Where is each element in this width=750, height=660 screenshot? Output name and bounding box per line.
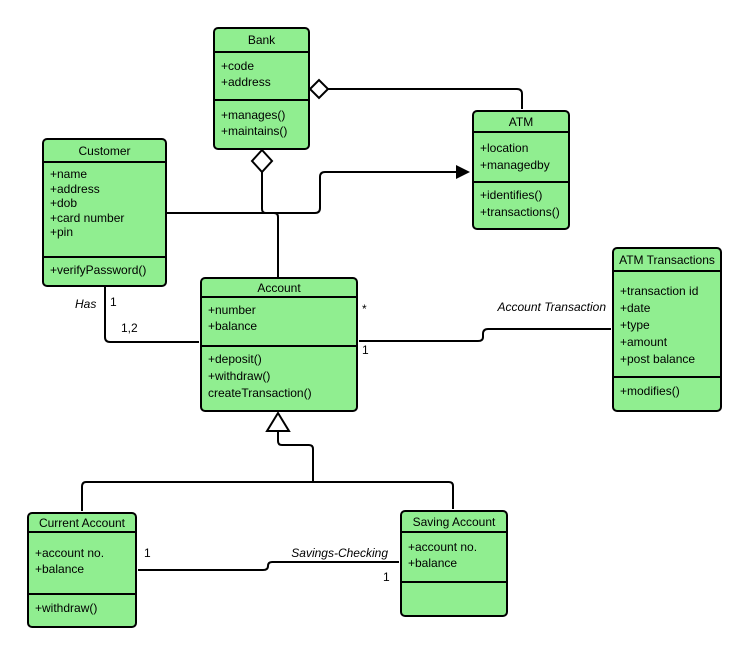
class-attributes: +name +address +dob +card number +pin — [44, 163, 165, 258]
class-attributes: +number +balance — [202, 298, 356, 347]
connector-inheritance-rail[interactable] — [81, 481, 454, 511]
class-methods: +identifies() +transactions() — [474, 183, 568, 228]
connector-customer-account[interactable] — [104, 287, 199, 343]
attribute-row: +pin — [50, 225, 74, 239]
class-title: Customer — [44, 140, 165, 163]
method-row: +deposit() — [208, 352, 262, 366]
method-row: +withdraw() — [35, 601, 98, 615]
connector-bank-atm[interactable] — [328, 88, 523, 109]
class-methods: +withdraw() — [29, 595, 135, 626]
connector-account-atmtransactions[interactable] — [359, 328, 611, 342]
class-attributes: +account no. +balance — [402, 533, 506, 583]
attribute-row: +dob — [50, 196, 78, 210]
class-methods: +verifyPassword() — [44, 258, 165, 285]
connector-bank-account[interactable] — [261, 171, 279, 277]
attribute-row: +transaction id — [620, 284, 699, 298]
method-row: +identifies() — [480, 188, 543, 202]
method-row: +manages() — [221, 108, 286, 122]
class-methods: +manages() +maintains() — [215, 101, 308, 148]
class-title: Current Account — [29, 514, 135, 533]
class-attributes: +location +managedby — [474, 133, 568, 183]
method-row: +withdraw() — [208, 369, 271, 383]
class-title: Saving Account — [402, 512, 506, 533]
class-box-atm-transactions[interactable]: ATM Transactions +transaction id +date +… — [612, 247, 722, 412]
class-box-account[interactable]: Account +number +balance +deposit() +wit… — [200, 277, 358, 412]
class-title: Bank — [215, 29, 308, 53]
attribute-row: +type — [620, 318, 650, 332]
arrowhead-icon — [456, 165, 470, 179]
attribute-row: +number — [208, 303, 256, 317]
class-box-atm[interactable]: ATM +location +managedby +identifies() +… — [472, 110, 570, 230]
class-methods-empty — [402, 583, 506, 615]
inheritance-triangle-icon — [265, 411, 291, 432]
attribute-row: +account no. — [408, 540, 478, 554]
class-title: ATM Transactions — [614, 249, 720, 272]
connector-savings-checking[interactable] — [138, 561, 399, 571]
method-row: createTransaction() — [208, 386, 312, 400]
attribute-row: +address — [50, 181, 100, 196]
method-row: +modifies() — [620, 384, 680, 398]
attribute-row: +amount — [620, 335, 668, 349]
attribute-row: +date — [620, 301, 651, 315]
attribute-row: +account no. — [35, 546, 105, 560]
method-row: +verifyPassword() — [50, 263, 147, 277]
multiplicity-customer-end: 1 — [110, 295, 117, 309]
multiplicity-account-end: 1,2 — [121, 321, 138, 335]
aggregation-diamond-icon — [308, 78, 330, 100]
multiplicity-current-end: 1 — [144, 546, 151, 560]
class-box-current-account[interactable]: Current Account +account no. +balance +w… — [27, 512, 137, 628]
attribute-row: +post balance — [620, 352, 696, 366]
method-row: +maintains() — [221, 124, 288, 138]
association-label-savings-checking: Savings-Checking — [291, 546, 388, 560]
attribute-row: +address — [221, 75, 271, 89]
method-row: +transactions() — [480, 205, 560, 219]
association-label-has: Has — [75, 297, 97, 311]
aggregation-diamond-icon — [250, 148, 274, 174]
connector-inheritance-trunk[interactable] — [277, 431, 314, 481]
class-box-bank[interactable]: Bank +code +address +manages() +maintain… — [213, 27, 310, 150]
class-title: Account — [202, 279, 356, 298]
attribute-row: +location — [480, 141, 529, 155]
attribute-row: +card number — [50, 210, 125, 225]
multiplicity-one: 1 — [362, 343, 369, 357]
association-label-account-transaction: Account Transaction — [497, 300, 607, 314]
attribute-row: +code — [221, 59, 255, 73]
multiplicity-saving-end: 1 — [383, 570, 390, 584]
connector-customer-atm[interactable] — [167, 171, 456, 214]
attribute-row: +managedby — [480, 158, 550, 172]
class-methods: +modifies() — [614, 378, 720, 410]
attribute-row: +name — [50, 167, 88, 181]
class-attributes: +account no. +balance — [29, 533, 135, 595]
class-box-saving-account[interactable]: Saving Account +account no. +balance — [400, 510, 508, 617]
class-methods: +deposit() +withdraw() createTransaction… — [202, 347, 356, 410]
attribute-row: +balance — [208, 319, 258, 333]
class-attributes: +code +address — [215, 53, 308, 101]
multiplicity-star: * — [362, 302, 367, 316]
attribute-row: +balance — [35, 562, 85, 576]
attribute-row: +balance — [408, 556, 458, 570]
class-title: ATM — [474, 112, 568, 133]
class-attributes: +transaction id +date +type +amount +pos… — [614, 272, 720, 378]
class-box-customer[interactable]: Customer +name +address +dob +card numbe… — [42, 138, 167, 287]
